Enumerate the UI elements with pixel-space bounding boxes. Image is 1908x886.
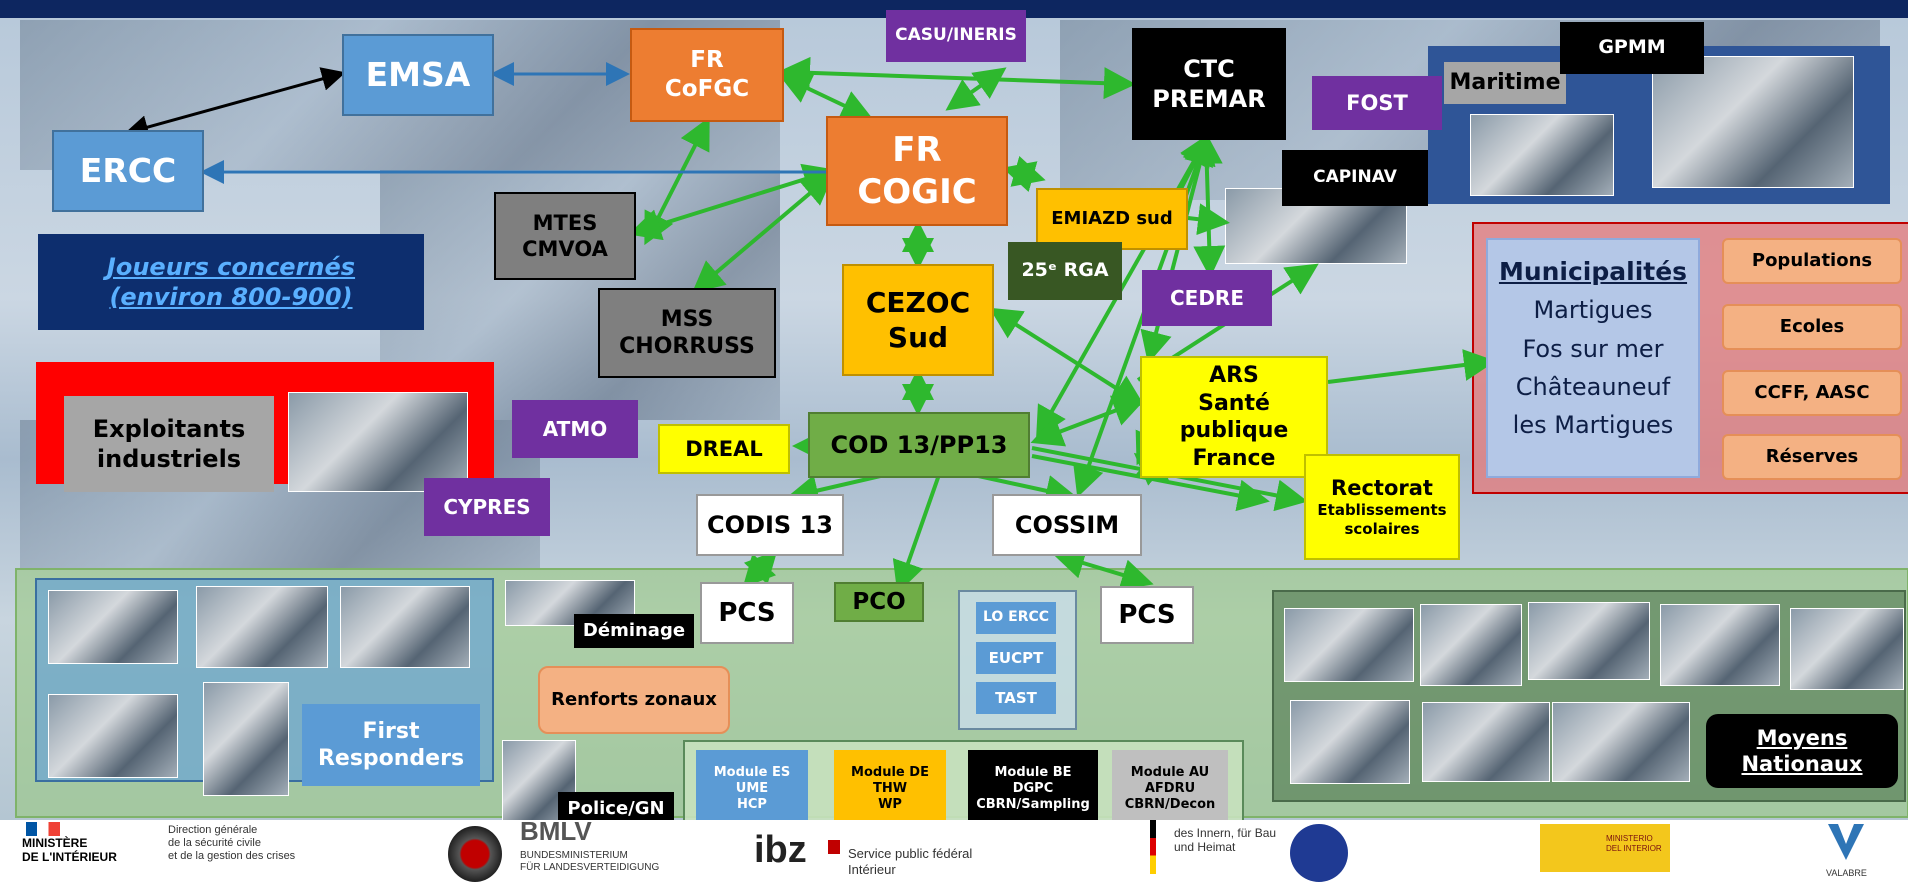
- ercc-box: ERCC: [52, 130, 204, 212]
- connector-line: [742, 550, 778, 588]
- cypres-box: CYPRES: [424, 478, 550, 536]
- connector-line: [892, 471, 942, 594]
- module-de-box: Module DE THW WP: [834, 750, 946, 828]
- rescuer-photo: [203, 682, 289, 796]
- municipalites-title: Municipalités: [1498, 257, 1688, 286]
- connector-line: [989, 307, 1145, 407]
- connector-line: [778, 56, 1136, 100]
- module-es-box: Module ES UME HCP: [696, 750, 808, 828]
- ibz-logo: ibz: [754, 829, 807, 871]
- spain-ministry-logo: [1540, 824, 1670, 872]
- fr-cofgc-box: FR CoFGC: [630, 28, 784, 122]
- ministere-logo: MINISTÈRE DE L'INTÉRIEUR: [22, 836, 117, 865]
- mss-chorruss-box: MSS CHORRUSS: [598, 288, 776, 378]
- rectorat-subtitle: Etablissements scolaires: [1317, 501, 1447, 539]
- german-flag-icon: [1150, 820, 1156, 874]
- french-flag-icon: [26, 822, 60, 836]
- helicopter-photo-2: [1422, 702, 1550, 782]
- fire-truck-photo: [48, 590, 178, 664]
- rectorat-title: Rectorat: [1331, 476, 1433, 501]
- drone-photo-2: [1660, 604, 1780, 686]
- maritime-box: Maritime: [1444, 62, 1566, 104]
- connector-line: [1187, 203, 1230, 236]
- moyens-nationaux-box: Moyens Nationaux: [1706, 714, 1898, 788]
- populations-box: Populations: [1722, 238, 1902, 284]
- connector-line: [945, 67, 1007, 111]
- cedre-box: CEDRE: [1142, 270, 1272, 326]
- eagle-icon: [448, 826, 502, 882]
- connector-line: [124, 67, 346, 139]
- cezoc-sud-box: CEZOC Sud: [842, 264, 994, 376]
- mtes-cmvoa-box: MTES CMVOA: [494, 192, 636, 280]
- ambulance-photo: [48, 694, 178, 778]
- footer-logos: MINISTÈRE DE L'INTÉRIEUR Direction génér…: [0, 816, 1908, 886]
- gpmm-box: GPMM: [1560, 22, 1704, 74]
- port-photo: [1470, 114, 1614, 196]
- bmi-logo: des Innern, für Bau und Heimat: [1174, 826, 1277, 855]
- hazmat-team-photo: [196, 586, 328, 668]
- cossim-box: COSSIM: [992, 494, 1142, 556]
- ship-photo: [1652, 56, 1854, 188]
- rectorat-box: Rectorat Etablissements scolaires: [1304, 454, 1460, 560]
- cod13-box: COD 13/PP13: [808, 412, 1030, 478]
- renforts-zonaux-box: Renforts zonaux: [538, 666, 730, 734]
- joueurs-concernes-box: Joueurs concernés (environ 800-900): [38, 234, 424, 330]
- command-truck-photo: [1790, 608, 1904, 690]
- dam-photo: [1284, 608, 1414, 682]
- helicopter-photo: [1290, 700, 1410, 784]
- connector-line: [1002, 156, 1046, 192]
- connector-line: [1052, 547, 1154, 591]
- emiazd-sud-box: EMIAZD sud: [1036, 188, 1188, 250]
- codis13-box: CODIS 13: [696, 494, 844, 556]
- exploitants-box: Exploitants industriels: [64, 396, 274, 492]
- module-au-box: Module AU AFDRU CBRN/Decon: [1112, 750, 1228, 828]
- pcs-right-box: PCS: [1100, 586, 1194, 644]
- rga-box: 25ᵉ RGA: [1008, 242, 1122, 300]
- top-bar: [0, 0, 1908, 18]
- reserves-box: Réserves: [1722, 434, 1902, 480]
- pump-photo: [1528, 602, 1650, 680]
- capinav-box: CAPINAV: [1282, 150, 1428, 206]
- ecoles-box: Ecoles: [1722, 304, 1902, 350]
- connector-line: [778, 73, 874, 121]
- valabre-logo: VALABRE: [1826, 868, 1867, 878]
- casu-ineris-box: CASU/INERIS: [886, 10, 1026, 62]
- lo-ercc-box: LO ERCC: [976, 602, 1056, 634]
- connector-line: [1190, 132, 1226, 278]
- airplane-photo: [1552, 702, 1690, 782]
- drone-photo: [340, 586, 470, 668]
- module-be-box: Module BE DGPC CBRN/Sampling: [968, 750, 1098, 828]
- atmo-box: ATMO: [512, 400, 638, 458]
- pco-box: PCO: [834, 582, 924, 622]
- deminage-box: Déminage: [574, 614, 694, 648]
- bmlv-logo: BMLV: [520, 816, 592, 846]
- ccff-aasc-box: CCFF, AASC: [1722, 370, 1902, 416]
- direction-logo: Direction générale de la sécurité civile…: [168, 824, 296, 863]
- connector-line: [691, 172, 835, 294]
- refinery-photo: [288, 392, 468, 492]
- municipalites-box: Municipalités Martigues Fos sur mer Chât…: [1486, 238, 1700, 478]
- municipalites-list: Martigues Fos sur mer Châteauneuf les Ma…: [1512, 296, 1674, 440]
- connector-line: [1030, 395, 1146, 447]
- connector-line: [1327, 349, 1496, 384]
- first-responders-box: First Responders: [302, 704, 480, 786]
- eucpt-box: EUCPT: [976, 642, 1056, 674]
- emsa-box: EMSA: [342, 34, 494, 116]
- valabre-icon: [1824, 820, 1868, 864]
- tast-box: TAST: [976, 682, 1056, 714]
- ministerio-logo: MINISTERIO DEL INTERIOR: [1606, 834, 1662, 853]
- ibz-subtitle: Service public fédéral Intérieur: [848, 846, 973, 877]
- thw-emblem-icon: [1290, 824, 1348, 882]
- rescue-team-photo: [1420, 604, 1522, 686]
- bmlv-subtitle: BUNDESMINISTERIUM FÜR LANDESVERTEIDIGUNG: [520, 850, 660, 873]
- flag-icon: [828, 840, 840, 854]
- dreal-box: DREAL: [658, 424, 790, 474]
- ars-box: ARS Santé publique France: [1140, 356, 1328, 478]
- fost-box: FOST: [1312, 76, 1442, 130]
- pcs-left-box: PCS: [700, 582, 794, 644]
- fr-cogic-box: FR COGIC: [826, 116, 1008, 226]
- ctc-premar-box: CTC PREMAR: [1132, 28, 1286, 140]
